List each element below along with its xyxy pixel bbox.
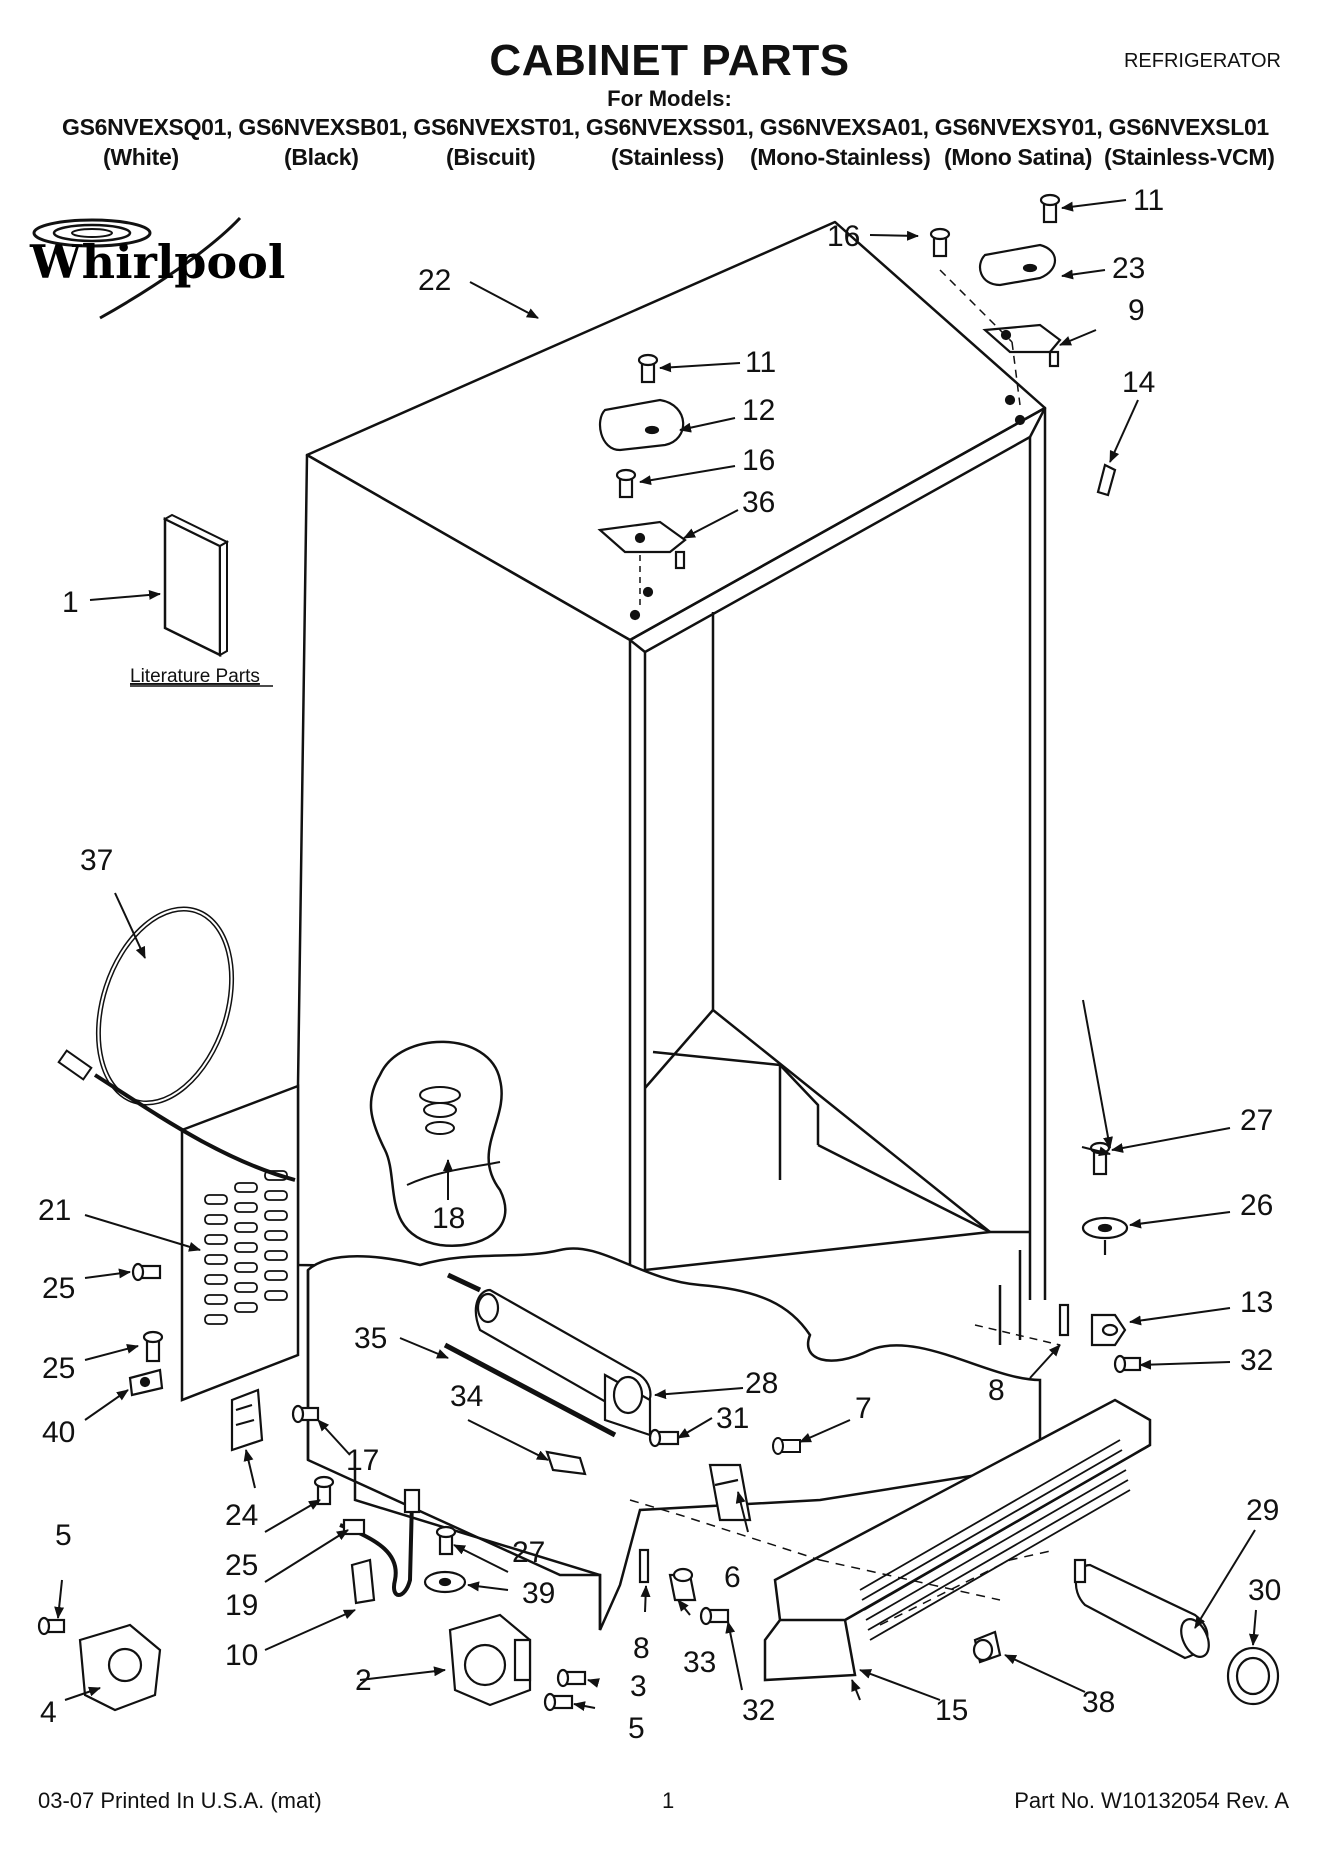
callout-27: 27 <box>1240 1104 1273 1137</box>
callout-17: 17 <box>346 1444 379 1477</box>
callout-11: 11 <box>1133 184 1164 217</box>
callout-6: 6 <box>724 1561 741 1594</box>
callout-12: 12 <box>742 394 775 427</box>
color-label: (Mono Satina) <box>944 144 1093 170</box>
callout-2: 2 <box>355 1664 372 1697</box>
callout-26: 26 <box>1240 1189 1273 1222</box>
callout-28: 28 <box>745 1367 778 1400</box>
callout-3: 3 <box>630 1670 647 1703</box>
callout-8: 8 <box>988 1374 1005 1407</box>
callout-25: 25 <box>42 1352 75 1385</box>
appliance-category: REFRIGERATOR <box>1123 50 1281 72</box>
bracket <box>708 1463 752 1522</box>
callout-34: 34 <box>450 1380 483 1413</box>
callout-7: 7 <box>855 1392 872 1425</box>
lower-hinges <box>37 1548 730 1712</box>
callout-24: 24 <box>225 1499 258 1532</box>
literature-parts-label: Literature Parts <box>130 666 260 687</box>
color-label: (Black) <box>284 144 359 170</box>
whirlpool-logo: Whirlpool <box>29 216 285 320</box>
callout-25: 25 <box>42 1272 75 1305</box>
callout-leaders <box>54 199 1259 1711</box>
callout-23: 23 <box>1112 252 1145 285</box>
callout-16: 16 <box>742 444 775 477</box>
water-filter <box>972 1558 1280 1706</box>
page-number: 1 <box>662 1788 675 1813</box>
callout-10: 10 <box>225 1639 258 1672</box>
callout-32: 32 <box>1240 1344 1273 1377</box>
callout-33: 33 <box>683 1646 716 1679</box>
color-label: (White) <box>103 144 179 170</box>
top-hinge-right <box>929 193 1117 497</box>
callout-5: 5 <box>55 1519 72 1552</box>
callout-40: 40 <box>42 1416 75 1449</box>
callout-39: 39 <box>522 1577 555 1610</box>
color-label: (Stainless-VCM) <box>1104 144 1275 170</box>
color-label: (Biscuit) <box>446 144 536 170</box>
print-info: 03-07 Printed In U.S.A. (mat) <box>38 1788 322 1813</box>
callout-21: 21 <box>38 1194 71 1227</box>
callout-1: 1 <box>62 586 79 619</box>
callout-9: 9 <box>1128 294 1145 327</box>
callout-13: 13 <box>1240 1286 1273 1319</box>
callout-30: 30 <box>1248 1574 1281 1607</box>
page-title: CABINET PARTS <box>489 36 850 85</box>
rear-access-panel <box>180 1084 300 1402</box>
drain-fitting-detail <box>369 1040 507 1247</box>
callout-31: 31 <box>716 1402 749 1435</box>
callout-27: 27 <box>512 1536 545 1569</box>
right-lower-hinge <box>1058 1141 1142 1374</box>
callout-22: 22 <box>418 264 451 297</box>
callout-14: 14 <box>1122 366 1155 399</box>
part-number: Part No. W10132054 Rev. A <box>1014 1788 1289 1813</box>
callout-18: 18 <box>432 1202 465 1235</box>
callout-36: 36 <box>742 486 775 519</box>
callout-16: 16 <box>827 220 860 253</box>
callout-25: 25 <box>225 1549 258 1582</box>
color-label: (Mono-Stainless) <box>750 144 931 170</box>
callout-numbers: 1 16 11 23 9 14 22 11 12 16 36 37 18 21 … <box>38 184 1281 1745</box>
literature-booklet <box>162 513 230 658</box>
toe-grille <box>763 1398 1152 1682</box>
model-colors: (White) (Black) (Biscuit) (Stainless) (M… <box>0 144 1339 174</box>
top-hinge-left <box>597 353 687 621</box>
power-cord <box>57 906 296 1182</box>
callout-38: 38 <box>1082 1686 1115 1719</box>
callout-8: 8 <box>633 1632 650 1665</box>
callout-11: 11 <box>745 346 776 379</box>
defrost-drain-parts <box>443 1288 680 1476</box>
callout-5: 5 <box>628 1712 645 1745</box>
callout-4: 4 <box>40 1696 57 1729</box>
for-models-label: For Models: <box>607 86 732 111</box>
left-lower-parts <box>128 1262 467 1605</box>
callout-19: 19 <box>225 1589 258 1622</box>
callout-37: 37 <box>80 844 113 877</box>
callout-29: 29 <box>1246 1494 1279 1527</box>
model-numbers: GS6NVEXSQ01, GS6NVEXSB01, GS6NVEXST01, G… <box>62 114 1269 140</box>
callout-15: 15 <box>935 1694 968 1727</box>
callout-32: 32 <box>742 1694 775 1727</box>
color-label: (Stainless) <box>611 144 725 170</box>
callout-35: 35 <box>354 1322 387 1355</box>
brand-logo-text: Whirlpool <box>29 235 285 289</box>
